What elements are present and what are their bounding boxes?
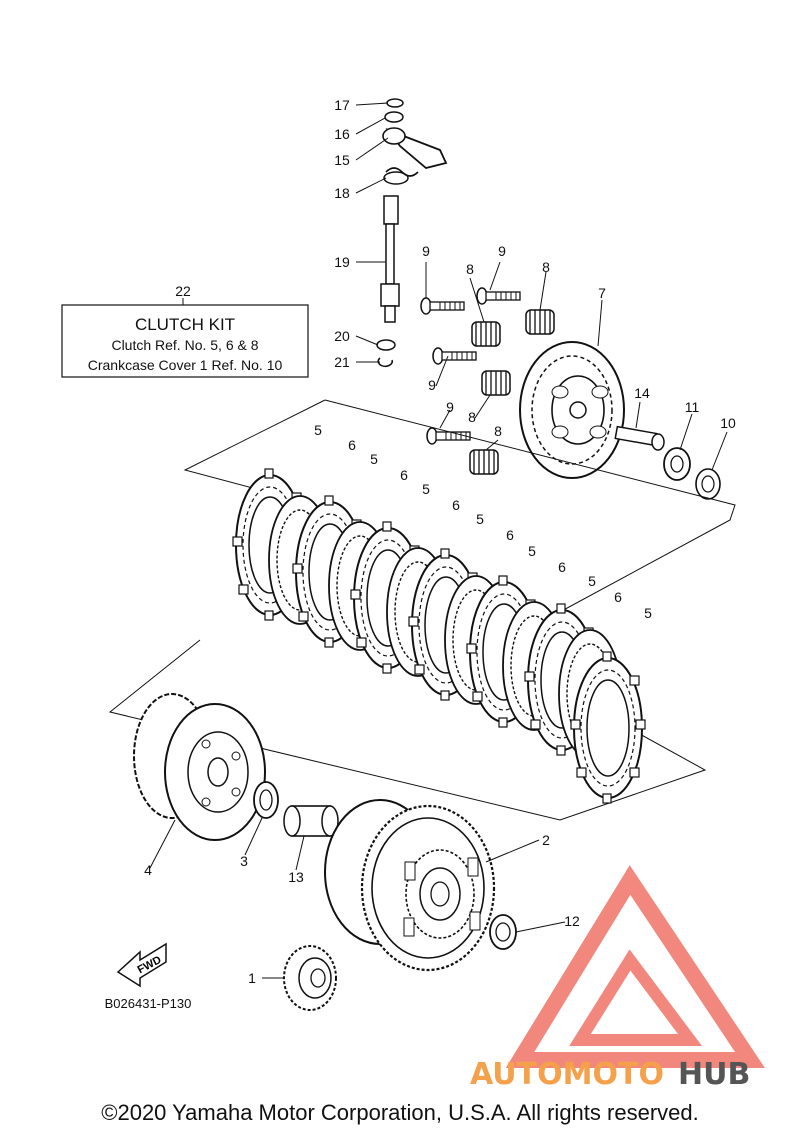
watermark-text: AUTOMOTO HUB — [470, 1057, 750, 1092]
callout-8d: 8 — [494, 423, 502, 439]
watermark-part1: AUTOMOTO — [470, 1057, 664, 1092]
callout-15: 15 — [334, 152, 350, 168]
callout-5c: 5 — [422, 481, 430, 497]
clutch-plate-stack — [232, 468, 646, 804]
copyright-footer: ©2020 Yamaha Motor Corporation, U.S.A. A… — [101, 1100, 699, 1125]
callout-8b: 8 — [542, 259, 550, 275]
callout-5f: 5 — [588, 573, 596, 589]
callout-18: 18 — [334, 185, 350, 201]
fwd-arrow: FWD — [116, 942, 167, 988]
clutch-kit-title: CLUTCH KIT — [135, 315, 235, 334]
callouts: 17 16 15 18 19 22 20 21 9 9 8 8 7 9 8 14… — [144, 97, 736, 986]
callout-9b: 9 — [498, 243, 506, 259]
callout-5e: 5 — [528, 543, 536, 559]
callout-6b: 6 — [400, 467, 408, 483]
callout-8c: 8 — [468, 409, 476, 425]
callout-12: 12 — [564, 913, 580, 929]
washer-12 — [489, 914, 517, 950]
callout-4: 4 — [144, 862, 152, 878]
callout-10: 10 — [720, 415, 736, 431]
callout-21: 21 — [334, 354, 350, 370]
spacer — [283, 805, 339, 837]
callout-17: 17 — [334, 97, 350, 113]
callout-6a: 6 — [348, 437, 356, 453]
callout-9a: 9 — [422, 243, 430, 259]
callout-22: 22 — [175, 283, 191, 299]
callout-7: 7 — [598, 285, 606, 301]
push-lever-assembly — [376, 98, 448, 368]
callout-5a: 5 — [314, 422, 322, 438]
callout-5b: 5 — [370, 451, 378, 467]
clutch-kit-line2: Crankcase Cover 1 Ref. No. 10 — [88, 357, 283, 373]
callout-6c: 6 — [452, 497, 460, 513]
callout-1: 1 — [248, 970, 256, 986]
clutch-kit-line1: Clutch Ref. No. 5, 6 & 8 — [111, 337, 258, 353]
callout-9d: 9 — [446, 399, 454, 415]
pressure-plate — [519, 341, 625, 479]
callout-8a: 8 — [466, 261, 474, 277]
callout-11: 11 — [685, 399, 700, 415]
callout-13: 13 — [288, 869, 304, 885]
watermark-logo — [505, 865, 765, 1068]
primary-drive-gear — [283, 945, 337, 1011]
callout-6e: 6 — [558, 559, 566, 575]
callout-19: 19 — [334, 254, 350, 270]
watermark-part2: HUB — [678, 1057, 750, 1092]
leader-lines — [149, 102, 728, 979]
callout-16: 16 — [334, 126, 350, 142]
callout-6d: 6 — [506, 527, 514, 543]
drawing-code: B026431-P130 — [105, 996, 192, 1011]
callout-20: 20 — [334, 328, 350, 344]
callout-14: 14 — [634, 385, 650, 401]
callout-6f: 6 — [614, 589, 622, 605]
callout-9c: 9 — [428, 377, 436, 393]
callout-2: 2 — [542, 832, 550, 848]
callout-5d: 5 — [476, 511, 484, 527]
push-rod-nut-washer — [614, 425, 721, 500]
thrust-washer — [253, 781, 279, 819]
callout-5g: 5 — [644, 605, 652, 621]
clutch-kit-box: CLUTCH KIT Clutch Ref. No. 5, 6 & 8 Cran… — [61, 298, 309, 378]
clutch-housing — [324, 799, 496, 972]
callout-3: 3 — [240, 853, 248, 869]
clutch-boss — [133, 693, 266, 841]
